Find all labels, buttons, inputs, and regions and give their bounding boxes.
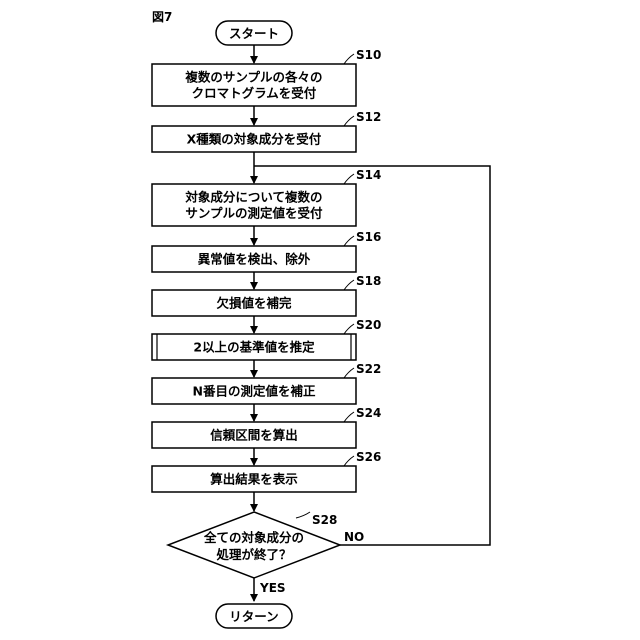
step-s10-line-2: クロマトグラムを受付 — [192, 86, 317, 101]
step-s26-line-1: 算出結果を表示 — [210, 472, 298, 487]
decision-line-2: 処理が終了？ — [215, 547, 291, 562]
step-id-s18: S18 — [356, 274, 381, 288]
step-id-s24: S24 — [356, 406, 381, 420]
step-id-s14: S14 — [356, 168, 381, 182]
yes-label: YES — [259, 581, 286, 595]
step-s14-line-2: サンプルの測定値を受付 — [185, 206, 323, 221]
decision-s28: 全ての対象成分の 処理が終了？ S28 — [168, 512, 340, 578]
step-s18-line-1: 欠損値を補完 — [216, 296, 292, 311]
step-s16-line-1: 異常値を検出、除外 — [198, 252, 311, 267]
step-s10-line-1: 複数のサンプルの各々の — [184, 70, 322, 85]
step-s16: 異常値を検出、除外 S16 — [152, 230, 381, 272]
step-s14-line-1: 対象成分について複数の — [184, 190, 322, 205]
step-s24-line-1: 信頼区間を算出 — [210, 428, 298, 443]
decision-line-1: 全ての対象成分の — [203, 530, 304, 545]
step-s12-line-1: X種類の対象成分を受付 — [187, 132, 322, 147]
process-steps: 複数のサンプルの各々のクロマトグラムを受付 S10X種類の対象成分を受付 S12 対象… — [152, 48, 381, 492]
step-s20-line-1: 2以上の基準値を推定 — [193, 340, 315, 355]
step-id-s22: S22 — [356, 362, 381, 376]
step-id-s10: S10 — [356, 48, 381, 62]
step-s12: X種類の対象成分を受付 S12 — [152, 110, 381, 152]
step-s10: 複数のサンプルの各々のクロマトグラムを受付 S10 — [152, 48, 381, 106]
no-label: NO — [344, 530, 364, 544]
end-label: リターン — [229, 609, 278, 624]
step-id-s26: S26 — [356, 450, 381, 464]
step-s18: 欠損値を補完 S18 — [152, 274, 381, 316]
step-s26: 算出結果を表示 S26 — [152, 450, 381, 492]
decision-step-id: S28 — [312, 513, 337, 527]
step-s22: N番目の測定値を補正 S22 — [152, 362, 381, 404]
start-label: スタート — [229, 26, 279, 41]
end-terminal: リターン — [216, 604, 292, 628]
step-s22-line-1: N番目の測定値を補正 — [193, 384, 316, 399]
step-id-s12: S12 — [356, 110, 381, 124]
step-s14: 対象成分について複数のサンプルの測定値を受付 S14 — [152, 168, 381, 226]
step-s20: 2以上の基準値を推定 S20 — [152, 318, 381, 360]
step-id-s20: S20 — [356, 318, 381, 332]
start-terminal: スタート — [216, 21, 292, 45]
step-id-s16: S16 — [356, 230, 381, 244]
step-s24: 信頼区間を算出 S24 — [152, 406, 381, 448]
